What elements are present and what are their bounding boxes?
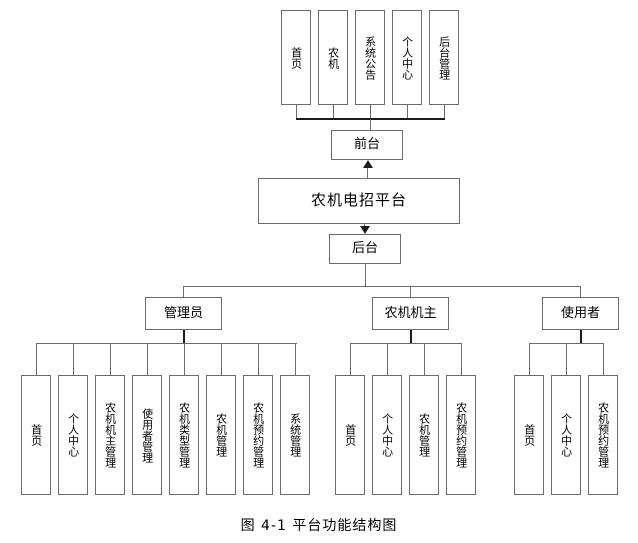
admin-leaf-box-5: 农机类型管理	[169, 375, 199, 495]
owner-leaf-box-4: 农机预约管理	[446, 375, 476, 495]
user-leaf-box-2: 个人中心	[551, 375, 581, 495]
connector-admin-drop-4	[147, 343, 148, 375]
connector-frontend-to-front	[370, 119, 371, 130]
backend-node: 后台	[329, 234, 401, 264]
connector-user-drop-2	[566, 343, 567, 375]
connector-admin-stem	[183, 330, 185, 343]
connector-owner-drop-1	[350, 343, 351, 375]
connector-user-drop-3	[603, 343, 604, 375]
frontend-node: 前台	[331, 130, 403, 160]
connector-frontend-drop-1	[296, 105, 297, 119]
connector-user-stem	[580, 330, 582, 343]
connector-role-drop-owner	[410, 286, 411, 297]
connector-owner-drop-3	[424, 343, 425, 375]
connector-user-drop-1	[529, 343, 530, 375]
arrow-down-to-backend	[360, 226, 370, 234]
admin-leaf-box-7: 农机预约管理	[243, 375, 273, 495]
connector-admin-bus	[36, 343, 297, 344]
connector-frontend-drop-5	[444, 105, 445, 119]
connector-admin-drop-8	[295, 343, 296, 375]
connector-frontend-drop-4	[407, 105, 408, 119]
admin-leaf-box-4: 使用者管理	[132, 375, 162, 495]
admin-leaf-box-2: 个人中心	[58, 375, 88, 495]
connector-role-drop-admin	[183, 286, 184, 297]
frontend-module-box-1: 首页	[281, 10, 311, 105]
admin-leaf-box-6: 农机管理	[206, 375, 236, 495]
role-node-user: 使用者	[542, 297, 619, 330]
owner-leaf-box-2: 个人中心	[372, 375, 402, 495]
connector-frontend-drop-3	[370, 105, 371, 119]
role-node-admin: 管理员	[145, 297, 222, 330]
role-node-owner: 农机机主	[372, 297, 449, 330]
connector-admin-drop-7	[258, 343, 259, 375]
connector-frontend-drop-2	[333, 105, 334, 119]
connector-owner-drop-2	[387, 343, 388, 375]
connector-admin-drop-6	[221, 343, 222, 375]
admin-leaf-box-8: 系统管理	[280, 375, 310, 495]
owner-leaf-box-3: 农机管理	[409, 375, 439, 495]
connector-owner-bus	[350, 343, 461, 344]
connector-platform-to-frontend	[367, 168, 368, 178]
connector-admin-drop-3	[110, 343, 111, 375]
platform-root-node: 农机电招平台	[258, 178, 460, 224]
frontend-module-box-5: 后台管理	[429, 10, 459, 105]
figure-caption: 图 4-1 平台功能结构图	[240, 518, 398, 534]
frontend-module-box-4: 个人中心	[392, 10, 422, 105]
admin-leaf-box-1: 首页	[21, 375, 51, 495]
connector-role-drop-user	[580, 286, 581, 297]
connector-backend-drop	[365, 264, 366, 286]
arrow-up-to-frontend	[363, 160, 373, 168]
connector-owner-stem	[410, 330, 412, 343]
frontend-module-box-3: 系统公告	[355, 10, 385, 105]
user-leaf-box-3: 农机预约管理	[588, 375, 618, 495]
frontend-module-box-2: 农机	[318, 10, 348, 105]
connector-owner-drop-4	[461, 343, 462, 375]
connector-admin-drop-2	[73, 343, 74, 375]
admin-leaf-box-3: 农机机主管理	[95, 375, 125, 495]
connector-admin-drop-5	[184, 343, 185, 375]
connector-role-bus	[183, 286, 580, 287]
connector-admin-drop-1	[36, 343, 37, 375]
owner-leaf-box-1: 首页	[335, 375, 365, 495]
user-leaf-box-1: 首页	[514, 375, 544, 495]
